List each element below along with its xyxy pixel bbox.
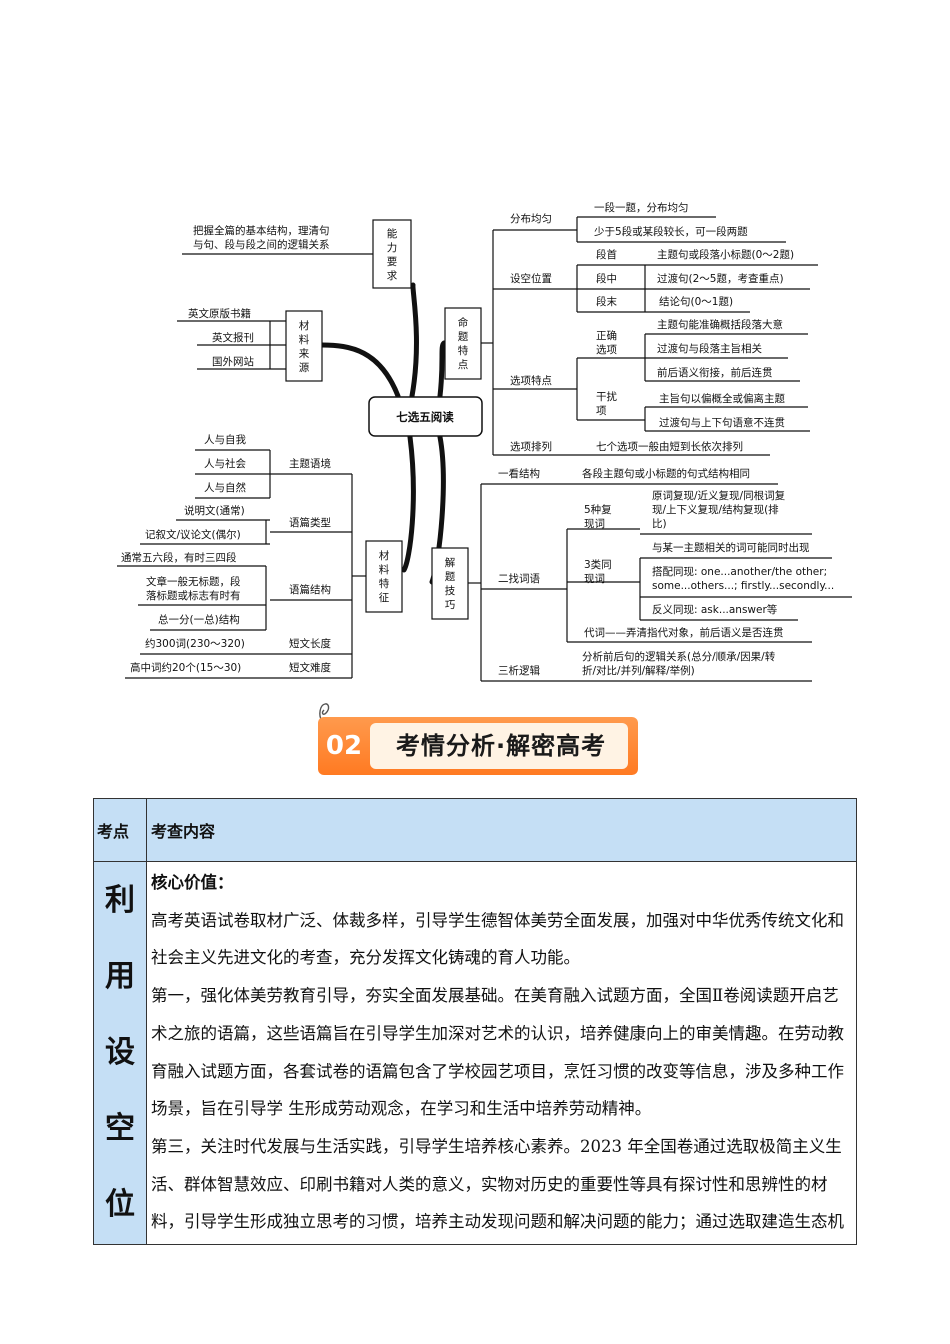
source-items: 英文原版书籍 英文报刊 国外网站 bbox=[188, 307, 257, 368]
header-content: 考查内容 bbox=[146, 798, 857, 862]
source-node bbox=[285, 310, 323, 382]
paperclip-icon bbox=[319, 703, 330, 722]
point-char: 用 bbox=[105, 959, 135, 994]
features-sub-labels: 主题语境 语篇类型 语篇结构 短文长度 短文难度 bbox=[289, 457, 334, 674]
point-char: 位 bbox=[105, 1187, 135, 1222]
features-node bbox=[365, 540, 403, 613]
content-line: 活、群体智慧效应、印刷书籍对人类的意义，实物对历史的重要性等具有探讨性和思辨性的… bbox=[151, 1174, 828, 1194]
proposition-texts: 分布均匀 一段一题，分布均匀 少于5段或某段较长，可一段两题 设空位置 段首 主… bbox=[510, 201, 797, 453]
table-row: 利 用 设 空 位 核心价值： 高考英语试卷取材广泛、体裁多样，引导学生德智体美… bbox=[93, 861, 857, 1245]
content-line: 料，引导学生形成独立思考的习惯，培养主动发现问题和解决问题的能力；通过选取建造生… bbox=[151, 1212, 844, 1232]
requirement-label: 能力要求 bbox=[387, 227, 398, 282]
connector-features bbox=[401, 434, 416, 573]
center-node bbox=[368, 396, 483, 437]
point-char: 设 bbox=[105, 1035, 135, 1070]
header-point: 考点 bbox=[93, 798, 147, 862]
connector-source bbox=[319, 342, 401, 399]
section-banner: 02 考情分析·解密高考 bbox=[318, 703, 638, 775]
point-chars: 利 用 设 空 位 bbox=[95, 863, 145, 1243]
connector-proposition bbox=[437, 340, 447, 399]
content-line: 第三，关注时代发展与生活实践，引导学生培养核心素养。2023 年全国卷通过选取极… bbox=[151, 1136, 842, 1156]
features-leaf-items: 人与自我 人与社会 人与自然 说明文(通常) 记叙文/议论文(偶尔) 通常五六段… bbox=[121, 433, 249, 674]
content-line: 第一，强化体美劳教育引导，夯实全面发展基础。在美育融入试题方面，全国Ⅱ卷阅读题开… bbox=[151, 986, 839, 1006]
features-label: 材料特征 bbox=[379, 549, 390, 604]
point-char: 空 bbox=[105, 1111, 135, 1146]
connector-requirement bbox=[409, 282, 419, 399]
content-line: 术之旅的语篇，这些语篇旨在引导学生加深对艺术的认识，培养健康向上的审美情趣。在劳… bbox=[151, 1023, 844, 1043]
content-line: 育融入试题方面，各套试卷的语篇包含了学校园艺项目，烹饪习惯的改变等信息，涉及多种… bbox=[151, 1061, 844, 1081]
content-cell: 核心价值： 高考英语试卷取材广泛、体裁多样，引导学生德智体美劳全面发展，加强对中… bbox=[146, 861, 857, 1245]
content-line: 社会主义先进文化的考查，充分发挥文化铸魂的育人功能。 bbox=[151, 948, 580, 968]
source-label: 材料来源 bbox=[299, 319, 310, 374]
content-line: 场景，旨在引导学 生形成劳动观念，在学习和生活中培养劳动精神。 bbox=[151, 1099, 652, 1119]
core-value-heading: 核心价值： bbox=[151, 873, 234, 892]
table-header-row: 考点 考查内容 bbox=[93, 798, 857, 862]
skills-texts: 一看结构 各段主题句或小标题的句式结构相同 二找词语 5种复 现词 原词复现/近… bbox=[498, 467, 838, 677]
requirement-node bbox=[372, 219, 412, 289]
content-line: 高考英语试卷取材广泛、体裁多样，引导学生德智体美劳全面发展，加强对中华优秀传统文… bbox=[151, 910, 844, 930]
skills-label: 解题技巧 bbox=[445, 556, 456, 611]
point-char: 利 bbox=[105, 883, 135, 918]
center-label: 七选五阅读 bbox=[396, 410, 454, 424]
point-cell: 利 用 设 空 位 bbox=[93, 861, 147, 1245]
banner-number: 02 bbox=[325, 731, 363, 761]
requirement-text: 把握全篇的基本结构，理清句 与句、段与段之间的逻辑关系 bbox=[193, 224, 333, 251]
mind-map-diagram: 七选五阅读 能力要求 把握全篇的基本结构，理清句 与句、段与段之间的逻辑关系 材… bbox=[117, 201, 852, 682]
analysis-table: 考点 考查内容 利 用 设 空 位 核心价值： 高考英语试卷取材广泛、体裁多样，… bbox=[93, 798, 857, 1245]
banner-title: 考情分析·解密高考 bbox=[396, 732, 607, 760]
banner-inner bbox=[370, 723, 628, 769]
proposition-label: 命题特点 bbox=[458, 316, 469, 371]
